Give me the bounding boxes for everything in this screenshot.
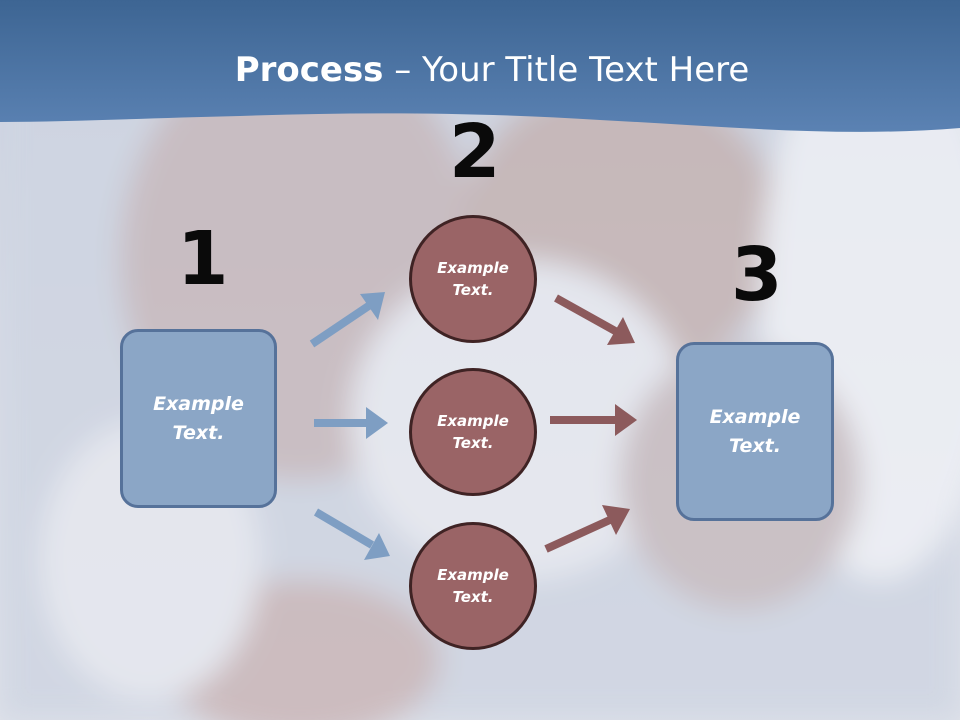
step-number-2: 2 [449, 109, 501, 195]
right-box: Example Text. [676, 342, 834, 521]
circle-3: Example Text. [409, 522, 537, 650]
circle-2-text: Example Text. [437, 411, 509, 453]
arrow-from-circle-2 [550, 404, 637, 436]
left-box: Example Text. [120, 329, 277, 508]
arrow-to-circle-1 [309, 292, 385, 348]
circle-1-text: Example Text. [437, 258, 509, 300]
circle-1: Example Text. [409, 215, 537, 343]
arrow-from-circle-1 [554, 294, 635, 345]
header-band [0, 0, 960, 132]
step-number-3: 3 [731, 232, 783, 318]
title-bold: Process [234, 50, 384, 90]
circle-3-text: Example Text. [437, 565, 509, 607]
step-number-1: 1 [177, 216, 229, 302]
slide-title: Process – Your Title Text Here [0, 50, 960, 90]
right-box-text: Example Text. [709, 406, 801, 457]
title-rest: – Your Title Text Here [383, 50, 750, 90]
left-box-text: Example Text. [153, 393, 244, 444]
arrow-from-circle-3 [544, 505, 630, 553]
circle-2: Example Text. [409, 368, 537, 496]
arrow-to-circle-2 [314, 407, 388, 439]
arrow-to-circle-3 [313, 508, 390, 560]
